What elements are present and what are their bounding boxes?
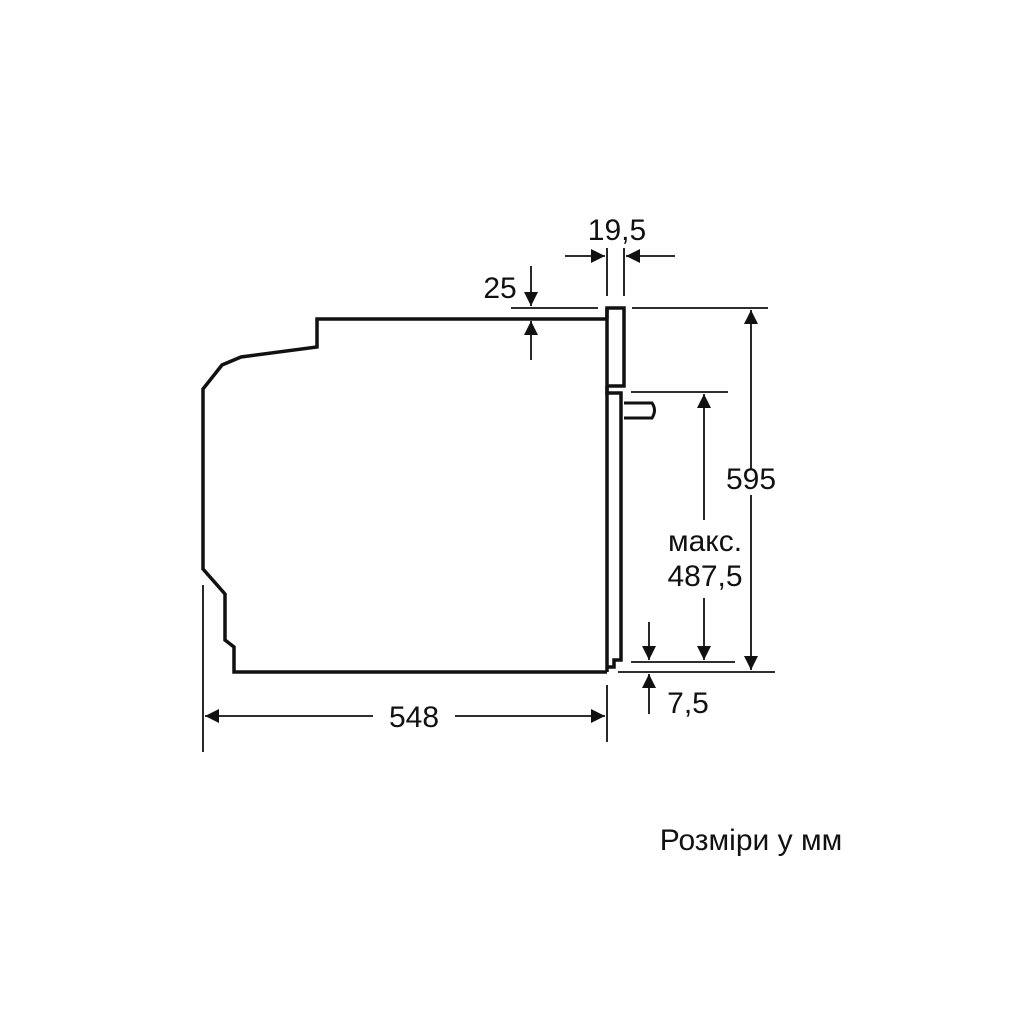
dim-total-height-label: 595 [726, 463, 776, 496]
door-handle [624, 401, 656, 420]
units-caption: Розміри у мм [660, 824, 842, 857]
dimension-arrows [205, 249, 758, 723]
dim-max-height-label: 487,5 [667, 560, 742, 593]
dim-depth-label: 548 [389, 701, 439, 734]
dim-max-label: макс. [668, 525, 742, 558]
dim-door-thickness-label: 19,5 [588, 214, 646, 247]
dim-top-offset-label: 25 [483, 272, 516, 305]
extension-lines [202, 248, 775, 752]
oven-body-outline [201, 317, 607, 674]
oven-door [605, 306, 626, 672]
dim-bottom-offset-label: 7,5 [667, 687, 709, 720]
